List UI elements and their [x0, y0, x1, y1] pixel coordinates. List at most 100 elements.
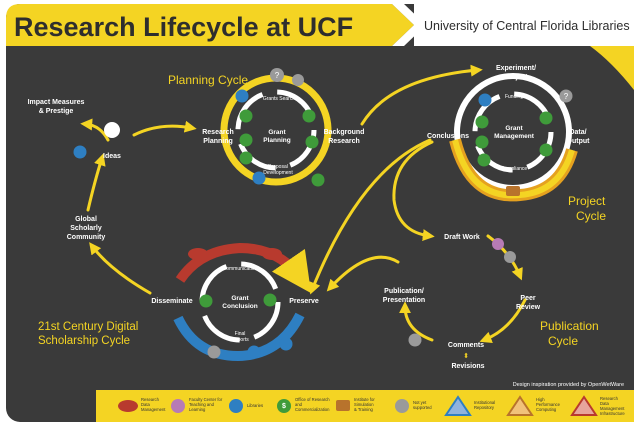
legend-label: Simulation	[354, 402, 374, 407]
orange-folder-icon	[336, 400, 350, 411]
project-title-2: Cycle	[576, 209, 606, 223]
corner-swoop	[590, 46, 634, 90]
planning-inner-ring	[235, 89, 317, 171]
preserve-label: Preserve	[289, 298, 319, 305]
legend-label: Data	[141, 402, 151, 407]
green-dollar-icon	[277, 399, 291, 413]
experiment-label-1: Experiment/	[496, 65, 536, 72]
background-research-2: Research	[328, 138, 360, 145]
global-community-2: Scholarly	[70, 225, 102, 232]
gray-icon	[292, 74, 304, 86]
arrow-comments-to-publication	[399, 301, 434, 342]
org-name: University of Central Florida Libraries	[424, 19, 630, 33]
updown-arrows-icon: ⬍	[463, 352, 469, 360]
experiment-label-2: Project	[504, 74, 528, 81]
flow-arrows	[80, 64, 527, 344]
final-reports-1: Final	[235, 331, 246, 337]
libraries-icon	[279, 337, 293, 351]
legend-label: Infrastructure	[600, 411, 625, 416]
legend-label: Computing	[536, 407, 557, 412]
gray-icon	[504, 251, 516, 263]
project-inner-ring	[472, 91, 554, 173]
global-community-3: Community	[67, 234, 106, 241]
legend-label: Management	[600, 406, 625, 411]
data-output-1: Data/	[569, 129, 586, 136]
dollar-icon	[477, 153, 491, 167]
scholarship-red-arc	[175, 242, 312, 294]
planning-title-1: Planning Cycle	[168, 73, 248, 87]
purple-icon	[492, 238, 504, 250]
gray-question-icon	[395, 399, 409, 413]
blue-triangle-icon	[444, 395, 472, 416]
lightbulb-icon	[104, 122, 120, 138]
conclusions-label: Conclusions	[427, 133, 469, 140]
peer-review-1: Peer	[520, 295, 535, 302]
scholarship-cycle: Grant Conclusion Communication Final Rep…	[38, 242, 312, 362]
arrow-background-to-experiment	[360, 64, 483, 126]
legend: Research Data Management Faculty Center …	[118, 395, 625, 416]
scholarship-hub-1: Grant	[231, 295, 249, 302]
proposal-label-1: Proposal	[268, 164, 288, 170]
draft-work-label: Draft Work	[444, 234, 480, 241]
org-banner	[414, 4, 634, 46]
folder-icon	[506, 186, 520, 196]
comments-label: Comments	[448, 342, 484, 349]
arrow-conclusions-to-draftwork	[392, 140, 435, 242]
legend-label: Office of Research	[295, 397, 330, 402]
arrow-ideas-to-impact	[80, 118, 110, 142]
dollar-icon	[539, 111, 553, 125]
global-community-1: Global	[75, 216, 97, 223]
scholarship-title-2: Scholarship Cycle	[38, 335, 130, 347]
legend-bar	[96, 390, 634, 422]
project-hub-1: Grant	[505, 125, 523, 132]
dollar-icon	[239, 109, 253, 123]
data-output-2: Output	[567, 138, 591, 145]
dollar-icon	[239, 133, 253, 147]
research-planning-1: Research	[202, 129, 234, 136]
dollar-icon	[311, 173, 325, 187]
research-planning-2: Planning	[203, 138, 233, 145]
arrow-ideas-to-planning	[132, 120, 197, 137]
legend-label: Performance	[536, 402, 561, 407]
svg-text:?: ?	[564, 92, 569, 101]
scholarship-blue-arc	[173, 312, 305, 362]
dollar-icon	[263, 293, 277, 307]
legend-label: Research	[141, 397, 160, 402]
final-reports-2: Reports	[231, 337, 249, 343]
project-icons: ?	[475, 89, 573, 196]
disseminate-label: Disseminate	[151, 298, 192, 305]
planning-icons: ?	[235, 68, 325, 187]
gray-icon	[207, 345, 221, 359]
publication-title-1: Publication	[540, 319, 599, 333]
title-banner	[6, 4, 414, 46]
proposal-label-2: Development	[263, 170, 293, 176]
orange-triangle-icon	[506, 395, 534, 416]
dollar-icon	[239, 151, 253, 165]
legend-label: Not yet	[413, 400, 427, 405]
banner-separator	[392, 4, 426, 46]
planning-hub-2: Planning	[263, 137, 290, 144]
project-cycle: Grant Management Funding Compliance Proj…	[449, 73, 606, 223]
arrow-publication-to-preserve	[326, 255, 400, 292]
arrow-community-to-ideas	[86, 153, 106, 212]
project-yellow-arc	[452, 139, 575, 199]
legend-label: Faculty Center for	[189, 397, 223, 402]
design-credit: Design inspiration provided by OpenWetWa…	[513, 382, 624, 388]
libraries-icon	[73, 145, 87, 159]
publication-title-2: Cycle	[548, 334, 578, 348]
impact-label-2: & Prestige	[39, 108, 74, 115]
question-icon	[559, 89, 573, 103]
legend-label: Teaching and	[189, 402, 215, 407]
cloud-icon	[262, 248, 282, 260]
planning-hub-1: Grant	[268, 129, 286, 136]
red-cloud-icon	[118, 400, 138, 412]
libraries-icon	[252, 171, 266, 185]
svg-text:$: $	[282, 403, 286, 410]
project-hub-2: Management	[494, 133, 535, 140]
legend-label: Institute for	[354, 397, 375, 402]
svg-text:?: ?	[275, 71, 280, 80]
arrow-conclusions-to-preserve	[309, 138, 432, 295]
scholarship-icons	[188, 248, 293, 359]
legend-label: Research	[600, 396, 619, 401]
